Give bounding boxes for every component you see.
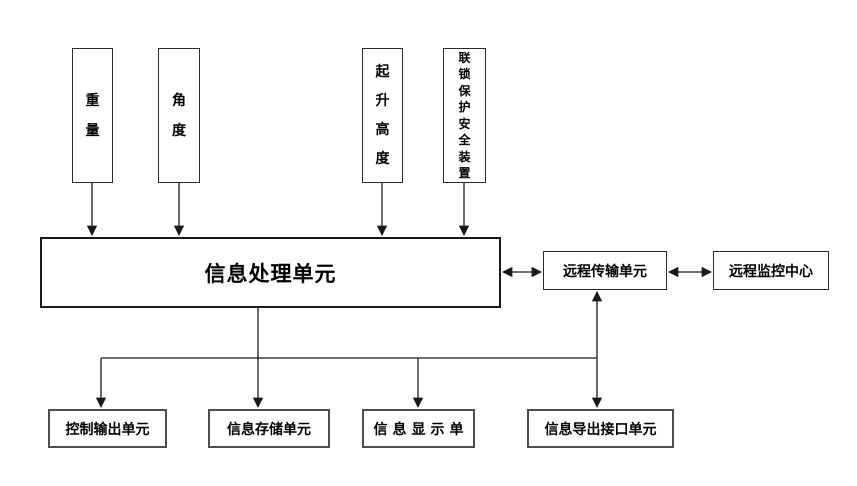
node-information-storage-unit: 信息存储单元 — [208, 409, 330, 448]
node-weight-sensor: 重量 — [72, 48, 113, 183]
node-information-display-unit: 信息显示单 — [362, 409, 475, 448]
node-remote-monitoring-center: 远程监控中心 — [713, 251, 829, 290]
node-remote-transmission-unit: 远程传输单元 — [543, 251, 667, 290]
node-information-processing-unit: 信息处理单元 — [40, 237, 501, 308]
node-angle-sensor: 角度 — [158, 48, 200, 183]
node-information-export-interface-unit: 信息导出接口单元 — [527, 409, 674, 448]
node-hoist-height-sensor: 起升高度 — [362, 48, 403, 183]
node-control-output-unit: 控制输出单元 — [48, 409, 167, 448]
node-interlock-safety-device: 联锁保护安全装置 — [443, 48, 486, 183]
